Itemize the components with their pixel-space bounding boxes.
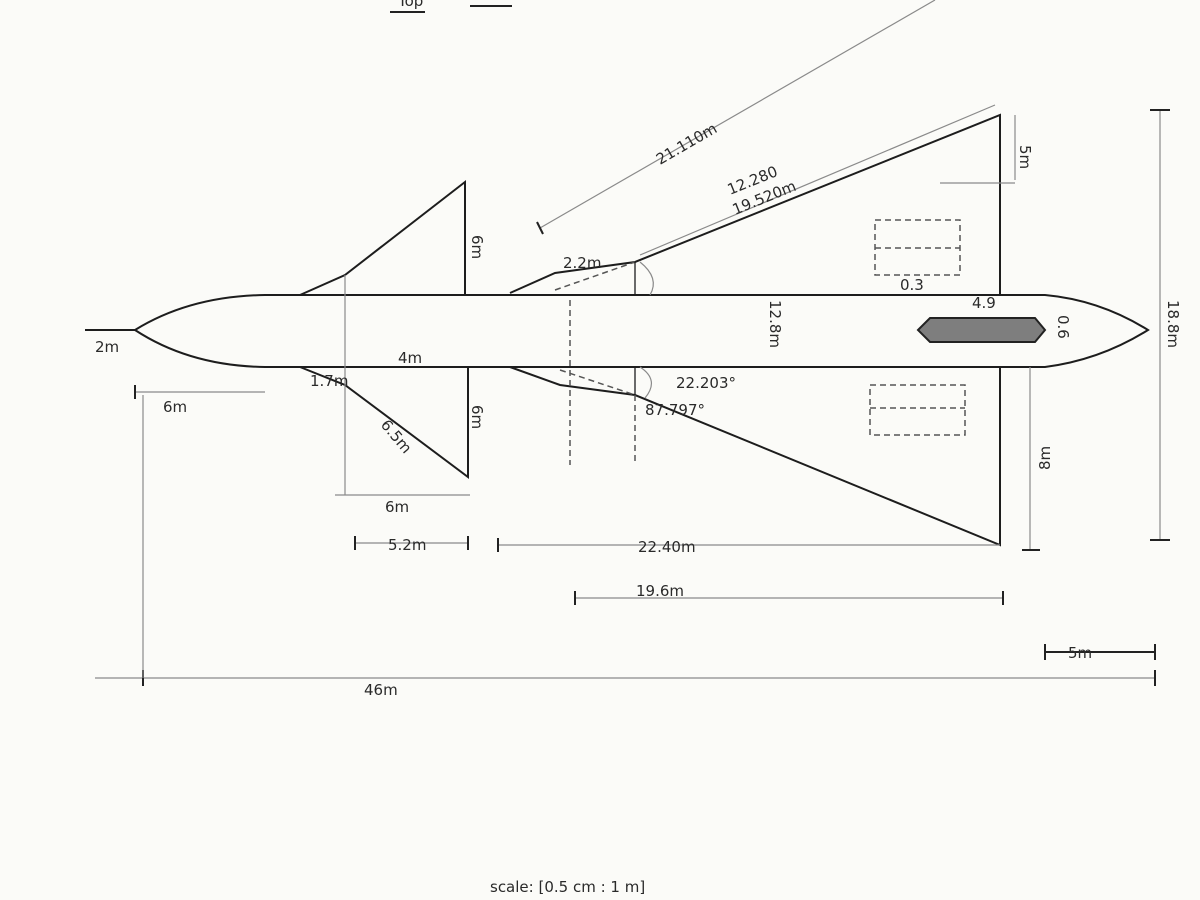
label-wing-root: 22.40m bbox=[638, 538, 696, 556]
wing-bottom bbox=[509, 366, 1001, 547]
label-wing-tip: 5m bbox=[1016, 145, 1034, 169]
label-canard-chord: 6m bbox=[385, 498, 409, 516]
label-wing-strake: 2.2m bbox=[563, 254, 601, 272]
label-total-span: 18.8m bbox=[1164, 300, 1182, 348]
label-angle-b: 87.797° bbox=[645, 401, 705, 419]
label-total-length: 46m bbox=[364, 681, 398, 699]
dimension-line bbox=[554, 261, 636, 291]
label-wing-chord: 19.6m bbox=[636, 582, 684, 600]
label-scale-bar: 5m bbox=[1068, 644, 1092, 662]
label-canard-bottom-span: 6m bbox=[468, 405, 486, 429]
label-canard-root: 5.2m bbox=[388, 536, 426, 554]
dimension-line bbox=[539, 0, 936, 229]
label-canard-root-edge: 1.7m bbox=[310, 372, 348, 390]
store-outline-bottom bbox=[869, 384, 966, 436]
scale-note: scale: [0.5 cm : 1 m] bbox=[490, 878, 645, 896]
label-fuselage-width: 12.8m bbox=[766, 300, 784, 348]
label-missile-offset: 0.3 bbox=[900, 276, 924, 294]
label-half-span: 8m bbox=[1036, 446, 1054, 470]
label-missile-width: 0.6 bbox=[1054, 315, 1072, 339]
canard-top bbox=[299, 179, 466, 296]
label-wing-diagonal: 21.110m bbox=[653, 119, 720, 168]
label-missile-length: 4.9 bbox=[972, 294, 996, 312]
fuselage-outline bbox=[134, 294, 1150, 368]
drawing-stroke bbox=[639, 366, 652, 399]
view-title: Top bbox=[397, 0, 423, 10]
label-canard-leading: 6.5m bbox=[377, 416, 416, 457]
label-angle-a: 22.203° bbox=[676, 374, 736, 392]
dimension-line bbox=[559, 369, 636, 396]
dimension-line bbox=[536, 221, 544, 235]
drawing-stroke bbox=[639, 261, 654, 296]
fuselage bbox=[85, 294, 1150, 368]
label-fuselage-gap: 4m bbox=[398, 349, 422, 367]
label-probe: 2m bbox=[95, 338, 119, 356]
dimension-line bbox=[639, 104, 996, 256]
label-nose-length: 6m bbox=[163, 398, 187, 416]
label-canard-top-span: 6m bbox=[468, 235, 486, 259]
missile-store bbox=[916, 317, 1047, 343]
canard-bottom bbox=[299, 366, 469, 479]
